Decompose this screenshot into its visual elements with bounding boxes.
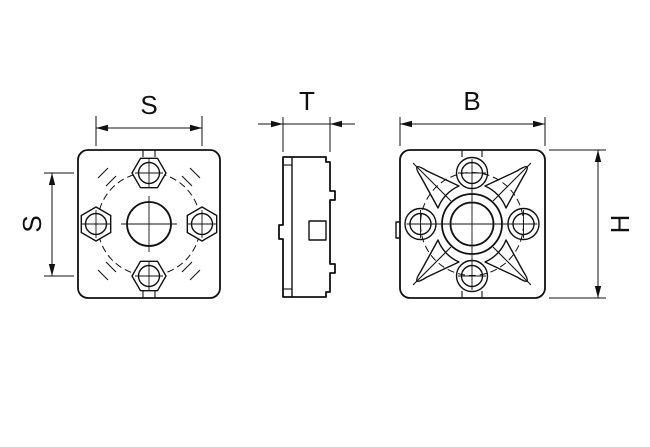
pocket-top-right	[484, 166, 528, 209]
dim-label-b: B	[463, 86, 480, 116]
arrowhead	[271, 120, 283, 128]
dimension-b: B	[399, 86, 546, 146]
side-view	[278, 156, 336, 298]
pocket-top-left	[416, 166, 460, 209]
dim-label-h: H	[605, 215, 635, 234]
dimension-s-left: S	[17, 172, 74, 277]
hex-nuts	[80, 157, 218, 292]
dim-label-t: T	[299, 86, 315, 116]
arrowhead	[594, 150, 602, 162]
dimension-h: H	[549, 149, 635, 299]
arrowhead	[533, 120, 545, 128]
dimension-s-top: S	[95, 90, 203, 146]
arrowhead	[594, 286, 602, 298]
back-view	[395, 149, 546, 299]
arrowhead	[190, 124, 202, 132]
side-body-outline	[278, 156, 336, 298]
arrowhead	[96, 124, 108, 132]
mount-holes	[404, 156, 540, 293]
diagonal-ribs	[412, 162, 532, 286]
arrowhead	[330, 120, 342, 128]
dim-label-s-left: S	[17, 215, 47, 232]
corner-rib-marks	[97, 167, 201, 281]
front-view	[77, 149, 221, 299]
arrowhead	[48, 264, 56, 276]
pocket-bottom-right	[484, 239, 528, 282]
latch-detail	[395, 221, 400, 239]
arrowhead	[400, 120, 412, 128]
pocket-bottom-left	[416, 239, 460, 282]
dimension-t: T	[258, 86, 355, 152]
side-window	[308, 220, 327, 241]
corner-pockets	[416, 166, 528, 282]
dim-label-s-top: S	[140, 90, 157, 120]
arrowhead	[48, 173, 56, 185]
